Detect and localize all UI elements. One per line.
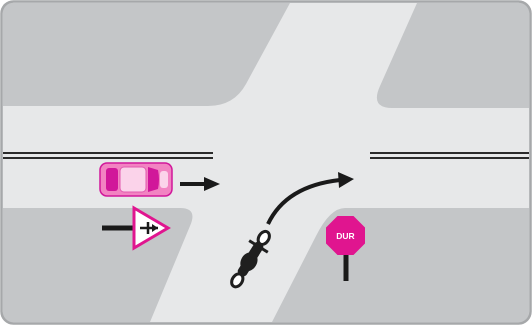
lane-divider-right (370, 152, 529, 159)
stop-sign-face (326, 216, 365, 255)
yield-sign-symbol (140, 222, 158, 234)
car-windshield (148, 167, 159, 192)
motorcycle-rider-helmet (249, 248, 260, 259)
car-hood-highlight (160, 171, 168, 188)
lane-divider-left (3, 152, 213, 159)
car-icon (99, 162, 173, 197)
car-roof (119, 166, 147, 193)
car-rear-window (106, 168, 118, 191)
motorcycle-turn-arrow (266, 172, 354, 225)
motorcycle-handlebar (248, 239, 269, 254)
block-top-right (376, 3, 529, 108)
car-direction-arrow (180, 177, 220, 191)
stop-sign-label: DUR (336, 231, 354, 241)
yield-sign-icon (102, 205, 171, 251)
block-top-left (3, 3, 290, 106)
stop-sign-icon: DUR (326, 216, 365, 281)
motorcycle-icon (230, 229, 271, 289)
